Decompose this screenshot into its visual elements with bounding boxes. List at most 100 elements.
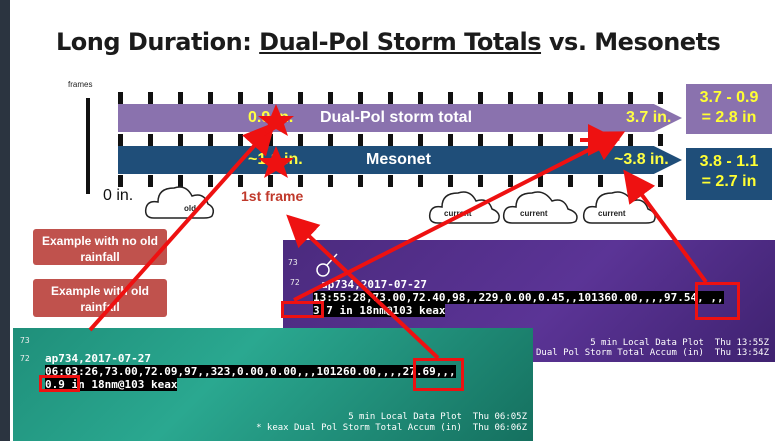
cloud-current-2-label: current: [520, 209, 548, 218]
frame-tick: [508, 134, 513, 146]
frame-tick: [508, 175, 513, 187]
frame-tick: [358, 92, 363, 104]
frame-tick: [478, 175, 483, 187]
frame-tick: [478, 92, 483, 104]
frame-tick: [658, 134, 663, 146]
frame-tick: [568, 92, 573, 104]
left-edge-bar: [0, 0, 10, 441]
first-frame-label: 1st frame: [241, 188, 304, 204]
frame-tick: [388, 134, 393, 146]
frame-tick: [208, 175, 213, 187]
mesonet-result-box: 3.8 - 1.1 = 2.7 in: [686, 148, 772, 200]
panel-right-number-bottom: 72: [290, 278, 300, 287]
title-part3: vs. Mesonets: [541, 28, 721, 56]
dualpol-result-box: 3.7 - 0.9 = 2.8 in: [686, 84, 772, 134]
dualpol-band: 0.9 in. Dual-Pol storm total 3.7 in.: [118, 104, 682, 132]
frame-tick: [148, 92, 153, 104]
mesonet-result-line2: = 2.7 in: [701, 173, 757, 190]
frame-tick: [358, 175, 363, 187]
frame-tick: [178, 175, 183, 187]
dualpol-end-value: 3.7 in.: [626, 109, 672, 126]
frame-tick: [508, 92, 513, 104]
frame-tick: [418, 134, 423, 146]
example-no-old-rainfall-button[interactable]: Example with no old rainfall: [33, 229, 167, 265]
highlight-box-right-mesonet: [695, 282, 740, 320]
frame-tick: [208, 134, 213, 146]
frame-tick: [418, 92, 423, 104]
frame-tick: [538, 92, 543, 104]
mesonet-result-line1: 3.8 - 1.1: [699, 153, 759, 170]
frame-tick: [628, 134, 633, 146]
data-plot-panel-old: 73 72 ap734,2017-07-27 06:03:26,73.00,72…: [13, 328, 533, 441]
panel-left-footer-product: * keax Dual Pol Storm Total Accum (in) T…: [256, 423, 527, 433]
star-icon-dualpol: [258, 104, 294, 136]
frame-tick: [238, 134, 243, 146]
frame-tick: [238, 175, 243, 187]
frame-tick: [388, 175, 393, 187]
frame-tick: [598, 92, 603, 104]
cloud-current-1-icon: current: [426, 185, 504, 227]
arrow-right-value-to-dualpol-end: [293, 131, 626, 302]
frame-tick: [148, 175, 153, 187]
frame-tick: [298, 175, 303, 187]
frame-tick: [178, 134, 183, 146]
frame-tick: [148, 134, 153, 146]
cloud-current-2-icon: current: [500, 185, 582, 227]
panel-right-data-line: 13:55:28,73.00,72.40,98,,229,0.00,0.45,,…: [313, 291, 724, 304]
frame-tick: [598, 175, 603, 187]
panel-left-number-bottom: 72: [20, 354, 30, 363]
cloud-current-1-label: current: [444, 209, 472, 218]
frame-tick: [448, 175, 453, 187]
frame-tick: [658, 175, 663, 187]
frame-tick: [268, 92, 273, 104]
panel-left-range-label: 18nm@103 keax: [84, 378, 178, 391]
highlight-box-left-mesonet: [413, 358, 464, 391]
panel-right-footer-plot: 5 min Local Data Plot Thu 13:55Z: [590, 338, 769, 348]
frames-label: frames: [68, 80, 93, 89]
frame-tick: [568, 134, 573, 146]
arrow-right-mesonet-to-mesonet-end: [623, 169, 708, 284]
frame-tick: [658, 92, 663, 104]
frame-tick: [418, 175, 423, 187]
dualpol-result-line1: 3.7 - 0.9: [699, 89, 759, 106]
star-icon-mesonet: [258, 146, 294, 178]
frame-tick: [358, 134, 363, 146]
panel-left-storm-total-value: 0.9 in: [45, 378, 85, 391]
frame-tick: [178, 92, 183, 104]
arrow-left-mesonet-to-first-frame: [286, 214, 440, 360]
frame-tick: [538, 175, 543, 187]
arrow-left-value-to-dualpol-start: [88, 122, 276, 332]
dualpol-result-line2: = 2.8 in: [701, 109, 757, 126]
dualpol-band-label: Dual-Pol storm total: [320, 109, 473, 126]
frame-tick: [118, 92, 123, 104]
slide-title: Long Duration: Dual-Pol Storm Totals vs.…: [56, 28, 721, 56]
frame-tick: [268, 175, 273, 187]
frame-tick: [388, 92, 393, 104]
frame-tick: [208, 92, 213, 104]
panel-left-station-line: ap734,2017-07-27: [45, 352, 151, 365]
cloud-current-3-label: current: [598, 209, 626, 218]
frame-tick: [118, 175, 123, 187]
panel-left-data-line: 06:03:26,73.00,72.09,97,,323,0.00,0.00,,…: [45, 365, 456, 378]
frame-tick: [538, 134, 543, 146]
title-part1: Long Duration:: [56, 28, 260, 56]
zero-inches-label: 0 in.: [103, 187, 134, 204]
mesonet-end-value: ~3.8 in.: [614, 151, 669, 168]
frame-tick: [448, 92, 453, 104]
timeline-axis: [86, 98, 90, 194]
frame-tick: [628, 92, 633, 104]
panel-left-footer-plot: 5 min Local Data Plot Thu 06:05Z: [348, 412, 527, 422]
title-part2: Dual-Pol Storm Totals: [259, 28, 542, 56]
cloud-old-label: old: [184, 204, 196, 213]
frame-tick: [478, 134, 483, 146]
frame-tick: [328, 175, 333, 187]
panel-right-station-line: ap734,2017-07-27: [321, 278, 427, 291]
highlight-box-left-value: [39, 375, 80, 392]
frame-tick: [328, 92, 333, 104]
panel-left-number-top: 73: [20, 336, 30, 345]
panel-right-number-top: 73: [288, 258, 298, 267]
frame-tick: [448, 134, 453, 146]
frame-tick: [298, 134, 303, 146]
mesonet-band-label: Mesonet: [366, 151, 431, 168]
